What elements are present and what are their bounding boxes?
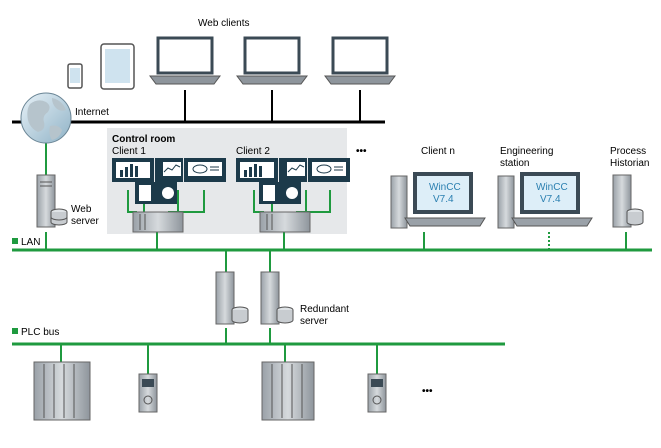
web-client-monitor-icon — [149, 36, 221, 85]
web-server-label-2: server — [71, 216, 99, 227]
plc-rack-icon — [261, 361, 315, 421]
engineering-workstation-icon — [497, 172, 593, 229]
client1-pc-icon — [132, 211, 184, 233]
web-server-label-1: Web — [71, 204, 92, 215]
plc-bus-marker — [12, 328, 18, 334]
ellipsis-top: ••• — [356, 146, 367, 157]
redundant-server-icon — [215, 271, 294, 325]
client-n-screen-line2: V7.4 — [433, 194, 454, 205]
internet-label: Internet — [75, 107, 109, 118]
engineering-screen-line1: WinCC — [536, 182, 568, 193]
client-n-label: Client n — [421, 146, 455, 157]
client-n-workstation-icon — [390, 172, 486, 229]
plc-bus-label: PLC bus — [21, 327, 59, 338]
historian-label-1: Process — [610, 146, 646, 157]
client1-display-group — [112, 158, 226, 204]
web-client-monitor-icon — [324, 36, 396, 85]
lan-label: LAN — [21, 237, 40, 248]
web-client-monitor-icon — [236, 36, 308, 85]
client2-pc-icon — [259, 211, 311, 233]
redundant-server-label-1: Redundant — [300, 304, 349, 315]
historian-label-2: Historian — [610, 158, 649, 169]
client2-label: Client 2 — [236, 146, 270, 157]
redundant-server-label-2: server — [300, 316, 328, 327]
control-room-title: Control room — [112, 134, 175, 145]
client2-display-group — [236, 158, 350, 204]
engineering-label-1: Engineering — [500, 146, 553, 157]
tablet-icon — [100, 43, 135, 90]
ellipsis-bottom: ••• — [422, 386, 433, 397]
lan-marker — [12, 238, 18, 244]
compact-controller-icon — [367, 373, 387, 413]
compact-controller-icon — [138, 373, 158, 413]
client-n-screen-line1: WinCC — [429, 182, 461, 193]
phone-icon — [67, 63, 83, 89]
globe-icon — [20, 92, 72, 144]
engineering-screen-line2: V7.4 — [540, 194, 561, 205]
engineering-label-2: station — [500, 158, 529, 169]
web-server-icon — [36, 174, 68, 228]
historian-server-icon — [612, 174, 644, 228]
plc-rack-icon — [33, 361, 91, 421]
client1-label: Client 1 — [112, 146, 146, 157]
web-clients-label: Web clients — [198, 18, 250, 29]
